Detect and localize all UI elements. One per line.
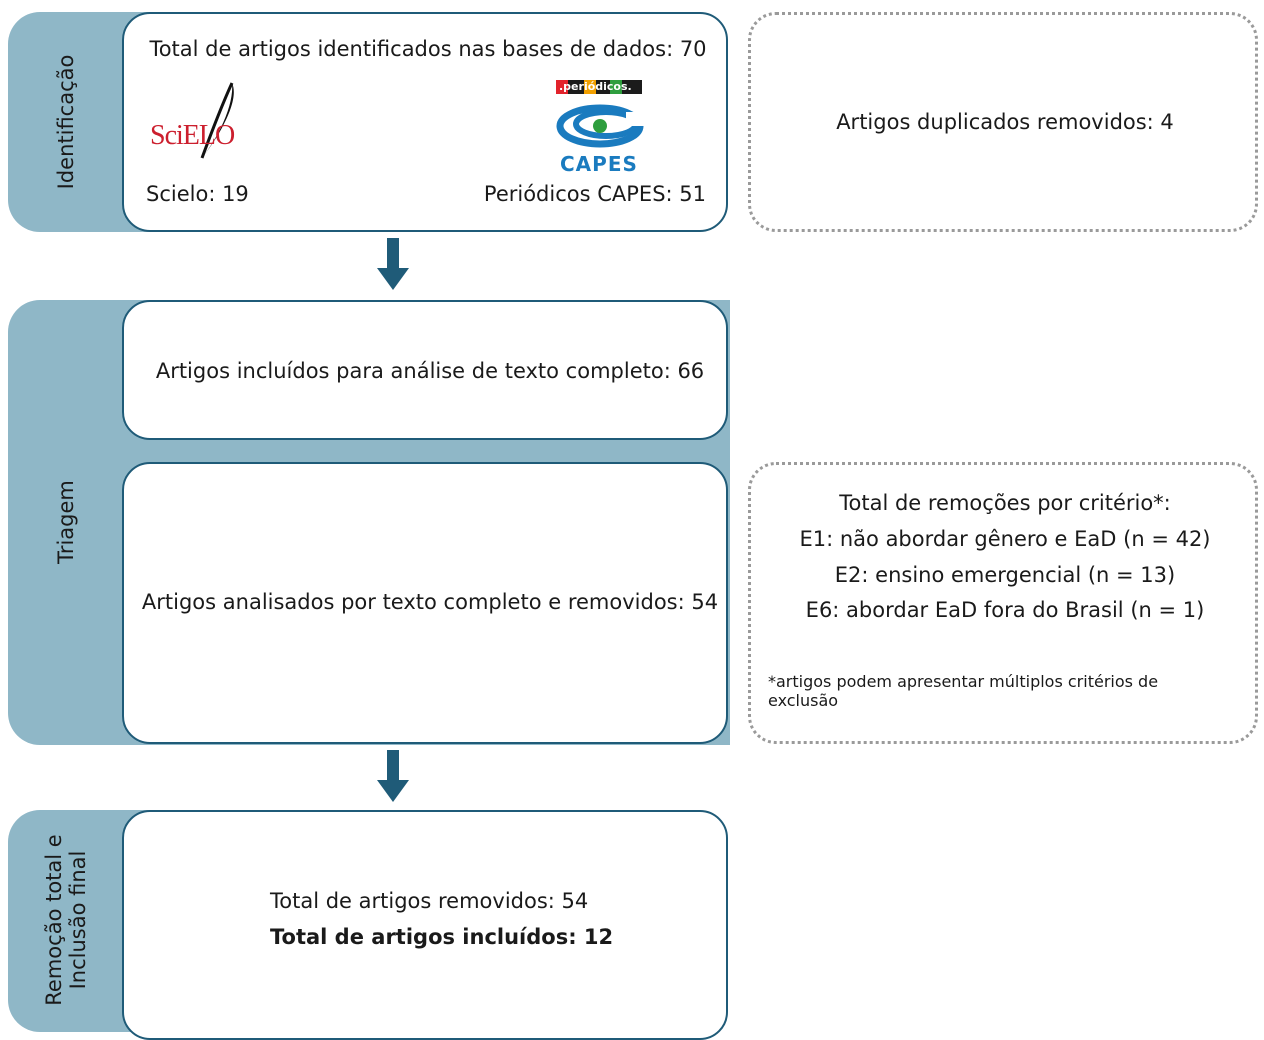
criteria-footnote: *artigos podem apresentar múltiplos crit… xyxy=(768,672,1159,710)
identification-total: Total de artigos identificados nas bases… xyxy=(149,37,707,61)
criteria-box xyxy=(748,462,1258,744)
capes-logo-text: CAPES xyxy=(560,152,638,176)
stage-label-final: Remoção total e Inclusão final xyxy=(42,834,90,1006)
duplicates-text: Artigos duplicados removidos: 4 xyxy=(836,110,1174,134)
analyzed-removed-text: Artigos analisados por texto completo e … xyxy=(141,590,719,614)
scielo-logo: SciELO xyxy=(150,80,260,160)
criteria-item: E6: abordar EaD fora do Brasil (n = 1) xyxy=(805,598,1205,622)
criteria-item: E1: não abordar gênero e EaD (n = 42) xyxy=(799,527,1211,551)
duplicates-box xyxy=(748,12,1258,232)
scielo-swoosh-icon xyxy=(200,82,234,159)
final-box xyxy=(122,810,728,1040)
scielo-count: Scielo: 19 xyxy=(146,182,249,206)
analyzed-removed-box xyxy=(122,462,728,744)
stage-label-triagem: Triagem xyxy=(54,480,78,564)
final-removed-text: Total de artigos removidos: 54 xyxy=(270,889,589,913)
capes-emblem-icon xyxy=(556,104,646,148)
down-arrow-icon xyxy=(377,750,409,802)
criteria-item: E2: ensino emergencial (n = 13) xyxy=(834,563,1176,587)
capes-logo: .periódicos. CAPES xyxy=(556,80,646,176)
final-included-text: Total de artigos incluídos: 12 xyxy=(270,925,614,949)
capes-count: Periódicos CAPES: 51 xyxy=(483,182,706,206)
capes-banner: .periódicos. xyxy=(556,80,642,94)
full-text-included-box xyxy=(122,300,728,440)
full-text-included-text: Artigos incluídos para análise de texto … xyxy=(155,359,705,383)
criteria-title: Total de remoções por critério*: xyxy=(839,491,1171,515)
stage-label-identificacao: Identificação xyxy=(54,54,78,190)
down-arrow-icon xyxy=(377,238,409,290)
scielo-logo-text: SciELO xyxy=(150,120,235,151)
